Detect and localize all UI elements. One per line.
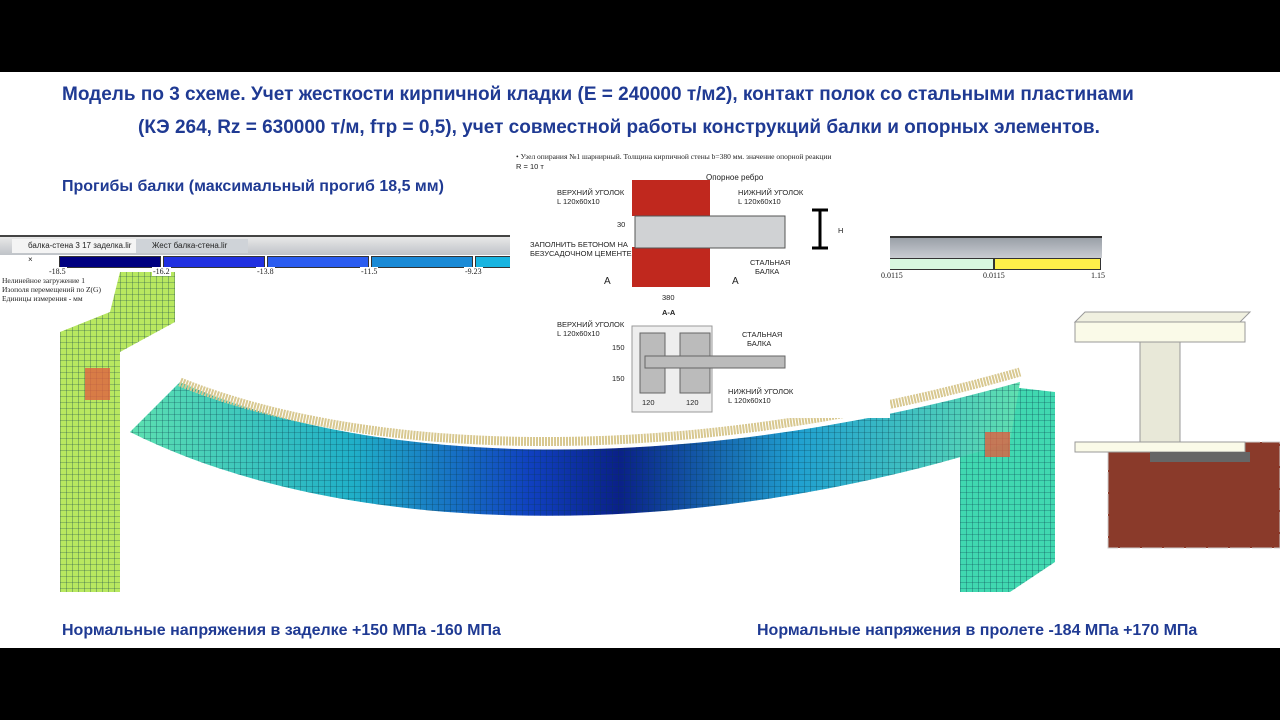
legend-swatch [267,256,369,268]
legend-value: -13.8 [256,267,275,276]
dim-380: 380 [662,293,675,302]
tab-label: Жест балка-стена.lir [152,241,228,250]
stress-support-caption: Нормальные напряжения в заделке +150 МПа… [62,622,501,639]
label-beam: БАЛКА [747,339,772,348]
label-fill-concrete: ЗАПОЛНИТЬ БЕТОНОМ НА [530,240,628,249]
legend-value: 0.0115 [982,271,1006,280]
detail-reaction: R = 10 т [516,162,544,171]
section-mark: А [604,276,611,287]
label-upper-angle-size: L 120х60х10 [557,329,600,338]
legend-value: -18.5 [48,267,67,276]
label-lower-angle-size: L 120х60х10 [738,197,781,206]
legend-swatch [59,256,161,268]
legend-value: -9.23 [464,267,483,276]
label-lower-angle: НИЖНИЙ УГОЛОК [738,188,804,197]
legend-value: 1.15 [1090,271,1106,280]
tab-stiffness-file[interactable]: Жест балка-стена.lir [136,239,248,253]
legend-swatch [163,256,265,268]
isofield-type: Изополя перемещений по Z(G) [2,285,101,294]
dim-h: Н [838,226,844,235]
contact-zone [985,432,1010,457]
detail-header: • Узел опирания №1 шарнирный. Толщина ки… [516,152,832,161]
dim-30: 30 [617,220,626,229]
stress-span-caption: Нормальные напряжения в пролете -184 МПа… [757,622,1198,639]
contact-zone [85,368,110,400]
tab-beam-wall-file[interactable]: балка-стена 3 17 заделка.lir × [12,239,144,264]
beam-support-3d-view [1073,311,1280,549]
legend-value: -11.5 [360,267,379,276]
tab-label: балка-стена 3 17 заделка.lir [28,241,132,250]
label-upper-angle: ВЕРХНИЙ УГОЛОК [557,320,625,329]
dim-120: 120 [642,398,655,407]
close-tab-icon[interactable]: × [28,255,33,264]
right-toolbar [886,236,1102,258]
legend-swatch [994,258,1101,270]
legend-value: -16.2 [152,267,171,276]
label-beam: БАЛКА [755,267,780,276]
slide-title-line2: (КЭ 264, Rz = 630000 т/м, fтр = 0,5), уч… [138,117,1100,138]
label-steel: СТАЛЬНАЯ [750,258,791,267]
label-lower-angle-size: L 120х60х10 [728,396,771,405]
legend-value: 0.0115 [880,271,904,280]
label-upper-angle: ВЕРХНИЙ УГОЛОК [557,188,625,197]
label-support-rib: Опорное ребро [706,173,764,182]
label-lower-angle: НИЖНИЙ УГОЛОК [728,387,794,396]
legend-swatch [371,256,473,268]
dim-150: 150 [612,374,625,383]
document-tabbar: балка-стена 3 17 заделка.lir × Жест балк… [0,235,520,264]
section-mark: А [732,276,739,287]
units: Единицы измерения - мм [2,294,83,303]
label-steel: СТАЛЬНАЯ [742,330,783,339]
label-fill-cement: БЕЗУСАДОЧНОМ ЦЕМЕНТЕ [530,249,632,258]
dim-120: 120 [686,398,699,407]
slide-title-line1: Модель по 3 схеме. Учет жесткости кирпич… [62,84,1134,105]
support-detail-drawing: • Узел опирания №1 шарнирный. Толщина ки… [510,148,890,418]
detail-sketch [631,180,828,413]
legend-swatch [887,258,994,270]
label-upper-angle-size: L 120х60х10 [557,197,600,206]
plot-info: Нелинейное загружение 1 Изополя перемеще… [2,276,101,303]
left-wall [60,272,175,592]
deflection-caption: Прогибы балки (максимальный прогиб 18,5 … [62,178,444,195]
section-title: А-А [662,308,676,317]
load-case: Нелинейное загружение 1 [2,276,85,285]
dim-150: 150 [612,343,625,352]
slide: Модель по 3 схеме. Учет жесткости кирпич… [0,72,1280,648]
